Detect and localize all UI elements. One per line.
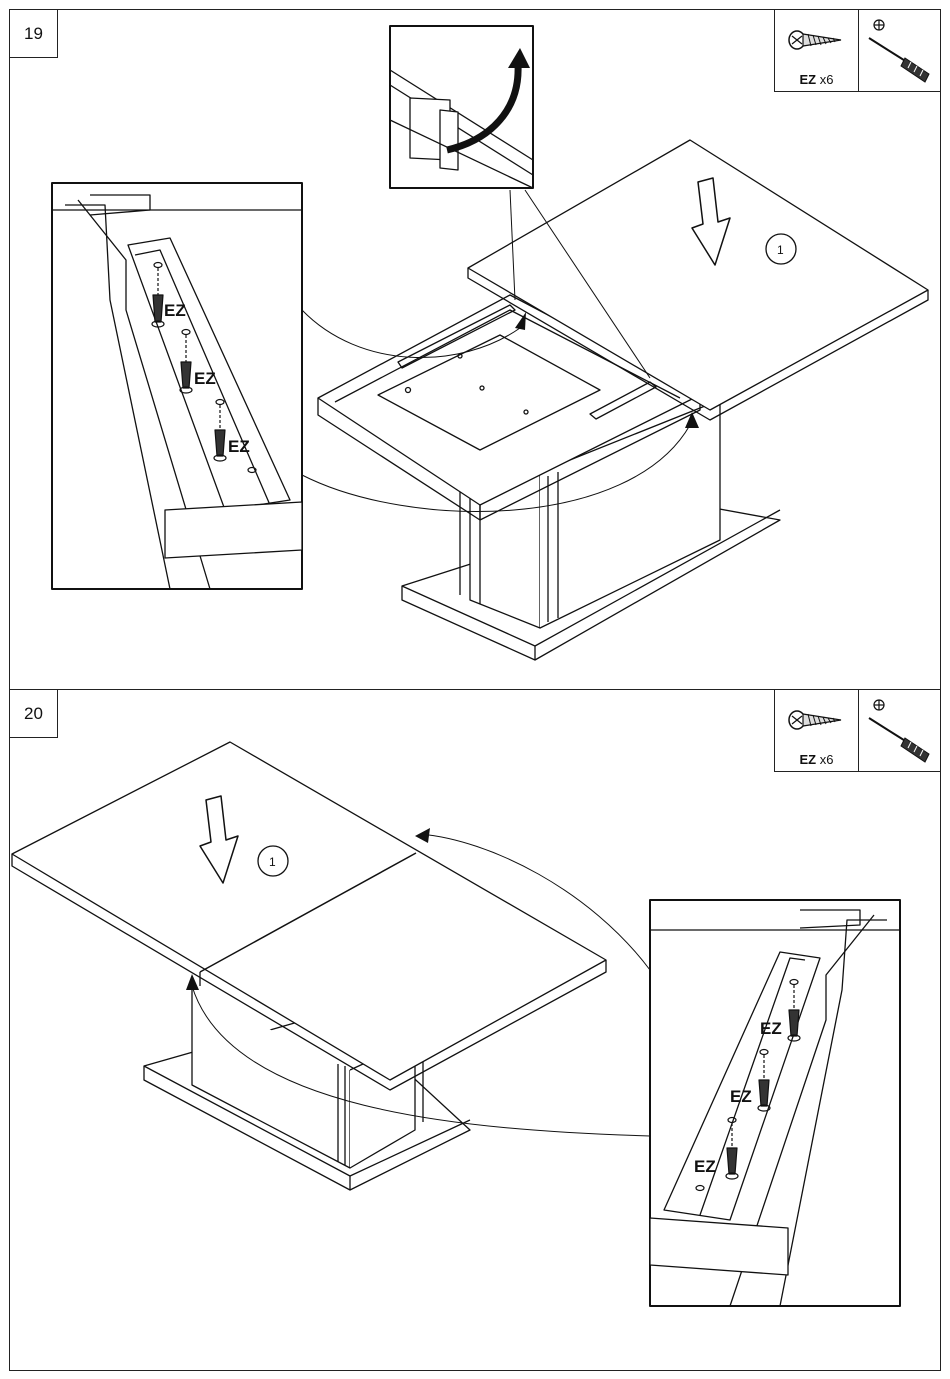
screw-label-ez: EZ (164, 301, 186, 320)
screw-label-ez: EZ (730, 1087, 752, 1106)
screw-label-ez: EZ (760, 1019, 782, 1038)
step-19-illustration: EZ EZ EZ 1 (10, 10, 940, 689)
callout-number: 1 (269, 855, 276, 869)
step-20-panel: 20 EZ x6 (9, 689, 941, 1371)
step-19-panel: 19 EZ x6 (9, 9, 941, 690)
screw-label-ez: EZ (694, 1157, 716, 1176)
callout-number: 1 (777, 243, 784, 257)
screw-label-ez: EZ (228, 437, 250, 456)
screw-label-ez: EZ (194, 369, 216, 388)
step-20-illustration: EZ EZ EZ 1 (10, 690, 940, 1370)
